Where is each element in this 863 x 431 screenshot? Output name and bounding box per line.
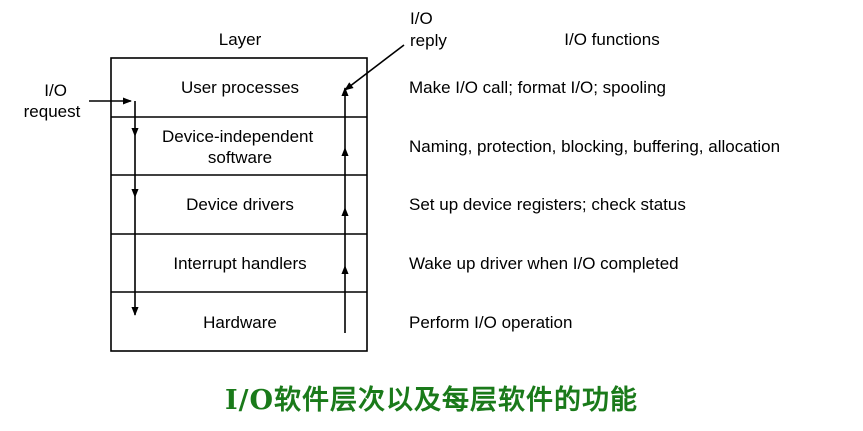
layer-function-interrupt-handlers: Wake up driver when I/O completed [409, 254, 679, 273]
layer-name-hardware: Hardware [203, 313, 277, 332]
layer-function-hardware: Perform I/O operation [409, 313, 572, 332]
functions-column-header: I/O functions [564, 30, 659, 49]
layer-name-device-drivers: Device drivers [186, 195, 294, 214]
diagram-caption: I/O软件层次以及每层软件的功能 [224, 385, 638, 416]
layer-name-device-independent-line1: Device-independent [162, 127, 313, 146]
io-reply-label-line1: I/O [410, 9, 433, 28]
layer-function-device-drivers: Set up device registers; check status [409, 195, 686, 214]
layer-function-device-independent: Naming, protection, blocking, buffering,… [409, 137, 780, 156]
io-reply-label: I/O reply [410, 9, 447, 50]
layer-name-interrupt-handlers: Interrupt handlers [173, 254, 306, 273]
io-reply-label-line2: reply [410, 31, 447, 50]
layer-stack-box [110, 57, 368, 352]
layer-name-device-independent: Device-independent software [162, 127, 318, 167]
io-request-label: I/O request [24, 81, 81, 121]
layer-name-device-independent-line2: software [208, 148, 272, 167]
layer-function-user-processes: Make I/O call; format I/O; spooling [409, 78, 666, 97]
io-request-label-line1: I/O [44, 81, 67, 100]
layer-name-user-processes: User processes [181, 78, 299, 97]
layer-column-header: Layer [219, 30, 262, 49]
io-reply-arrow [344, 44, 405, 91]
io-request-label-line2: request [24, 102, 81, 121]
